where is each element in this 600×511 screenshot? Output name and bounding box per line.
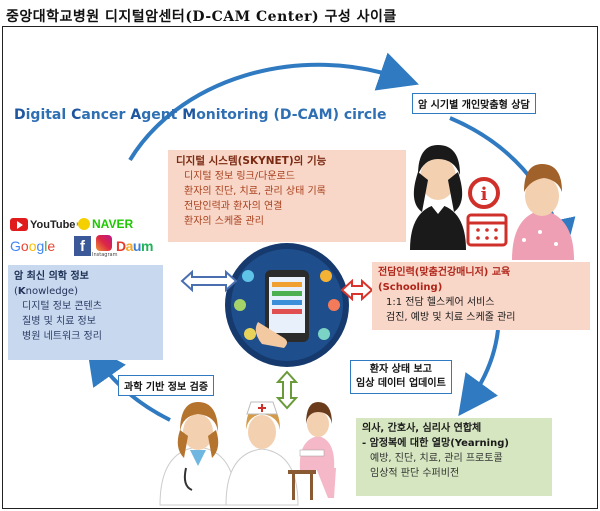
skynet-item: 디지털 정보 링크/다운로드: [184, 171, 295, 182]
skynet-item: 환자의 진단, 치료, 관리 상태 기록: [184, 186, 326, 197]
knowledge-item: 병원 네트워크 정리: [22, 331, 102, 342]
team-subheading: - 암정복에 대한 열망(Yearning): [362, 438, 509, 449]
circle-title: Digital Cancer Agent Monitoring (D-CAM) …: [14, 107, 387, 123]
cycle-arc-top: [128, 52, 419, 162]
knowledge-subheading: (Knowledge): [14, 286, 78, 297]
science-label: 과학 기반 정보 검증: [118, 375, 215, 396]
knowledge-item: 질병 및 치료 정보: [22, 316, 96, 327]
facebook-logo: f: [74, 236, 91, 256]
naver-icon: [78, 218, 90, 230]
skynet-box: 디지털 시스템(SKYNET)의 기능 디지털 정보 링크/다운로드 환자의 진…: [168, 150, 406, 242]
daum-logo: Daum: [116, 238, 153, 254]
phone-app-icon: [225, 243, 349, 367]
skynet-item: 전담인력과 환자의 연결: [184, 201, 283, 212]
education-item: 1:1 전담 헬스케어 서비스: [386, 297, 495, 308]
education-box: 전담인력(맞춤건강매니저) 교육 (Schooling) 1:1 전담 헬스케어…: [372, 262, 590, 330]
google-logo: Google: [10, 238, 56, 254]
education-item: 검진, 예방 및 치료 스케줄 관리: [386, 312, 516, 323]
nurse-icon: [225, 401, 299, 506]
youtube-logo: YouTube KR: [10, 218, 83, 231]
report-label-line-1: 환자 상태 보고: [369, 364, 432, 375]
report-label-line-2: 임상 데이터 업데이트: [356, 378, 446, 389]
patient-icon: [512, 164, 574, 260]
page-title: 중앙대학교병원 디지털암센터(D-CAM Center) 구성 사이클: [6, 9, 397, 25]
team-connector-arrow: [275, 370, 299, 410]
knowledge-box: 암 최신 의학 정보 (Knowledge) 디지털 정보 콘텐츠 질병 및 치…: [8, 265, 163, 360]
info-icon: i: [468, 177, 500, 209]
instagram-label: Instagram: [92, 252, 118, 258]
instagram-icon: [96, 235, 112, 251]
youtube-play-icon: [10, 218, 28, 231]
skynet-heading: 디지털 시스템(SKYNET)의 기능: [176, 155, 327, 167]
knowledge-item: 디지털 정보 콘텐츠: [22, 301, 102, 312]
media-logos: YouTube KR NAVER Google f Instagram Daum: [10, 217, 170, 264]
calendar-icon: [466, 213, 508, 247]
team-item: 임상적 판단 수퍼비전: [370, 468, 460, 479]
education-subheading: (Schooling): [378, 282, 443, 293]
consult-label: 암 시기별 개인맞춤형 상담: [412, 93, 536, 114]
report-label: 환자 상태 보고 임상 데이터 업데이트: [350, 360, 452, 394]
knowledge-connector-arrow: [180, 269, 238, 293]
info-icon-glyph: i: [481, 184, 488, 205]
agent-icon: [410, 145, 466, 250]
team-box: 의사, 간호사, 심리사 연합체 - 암정복에 대한 열망(Yearning) …: [356, 418, 552, 496]
skynet-item: 환자의 스케줄 관리: [184, 216, 264, 227]
doctor-icon: [159, 402, 237, 506]
team-heading: 의사, 간호사, 심리사 연합체: [362, 423, 482, 434]
psychologist-icon: [288, 402, 336, 500]
education-heading: 전담인력(맞춤건강매니저) 교육: [378, 267, 511, 278]
team-item: 예방, 진단, 치료, 관리 프로토콜: [370, 453, 503, 464]
naver-logo: NAVER: [92, 217, 134, 231]
youtube-text: YouTube: [30, 218, 76, 231]
knowledge-heading: 암 최신 의학 정보: [14, 271, 89, 282]
cycle-arc-bottom-right: [458, 329, 500, 417]
diagram-frame: [2, 26, 598, 509]
